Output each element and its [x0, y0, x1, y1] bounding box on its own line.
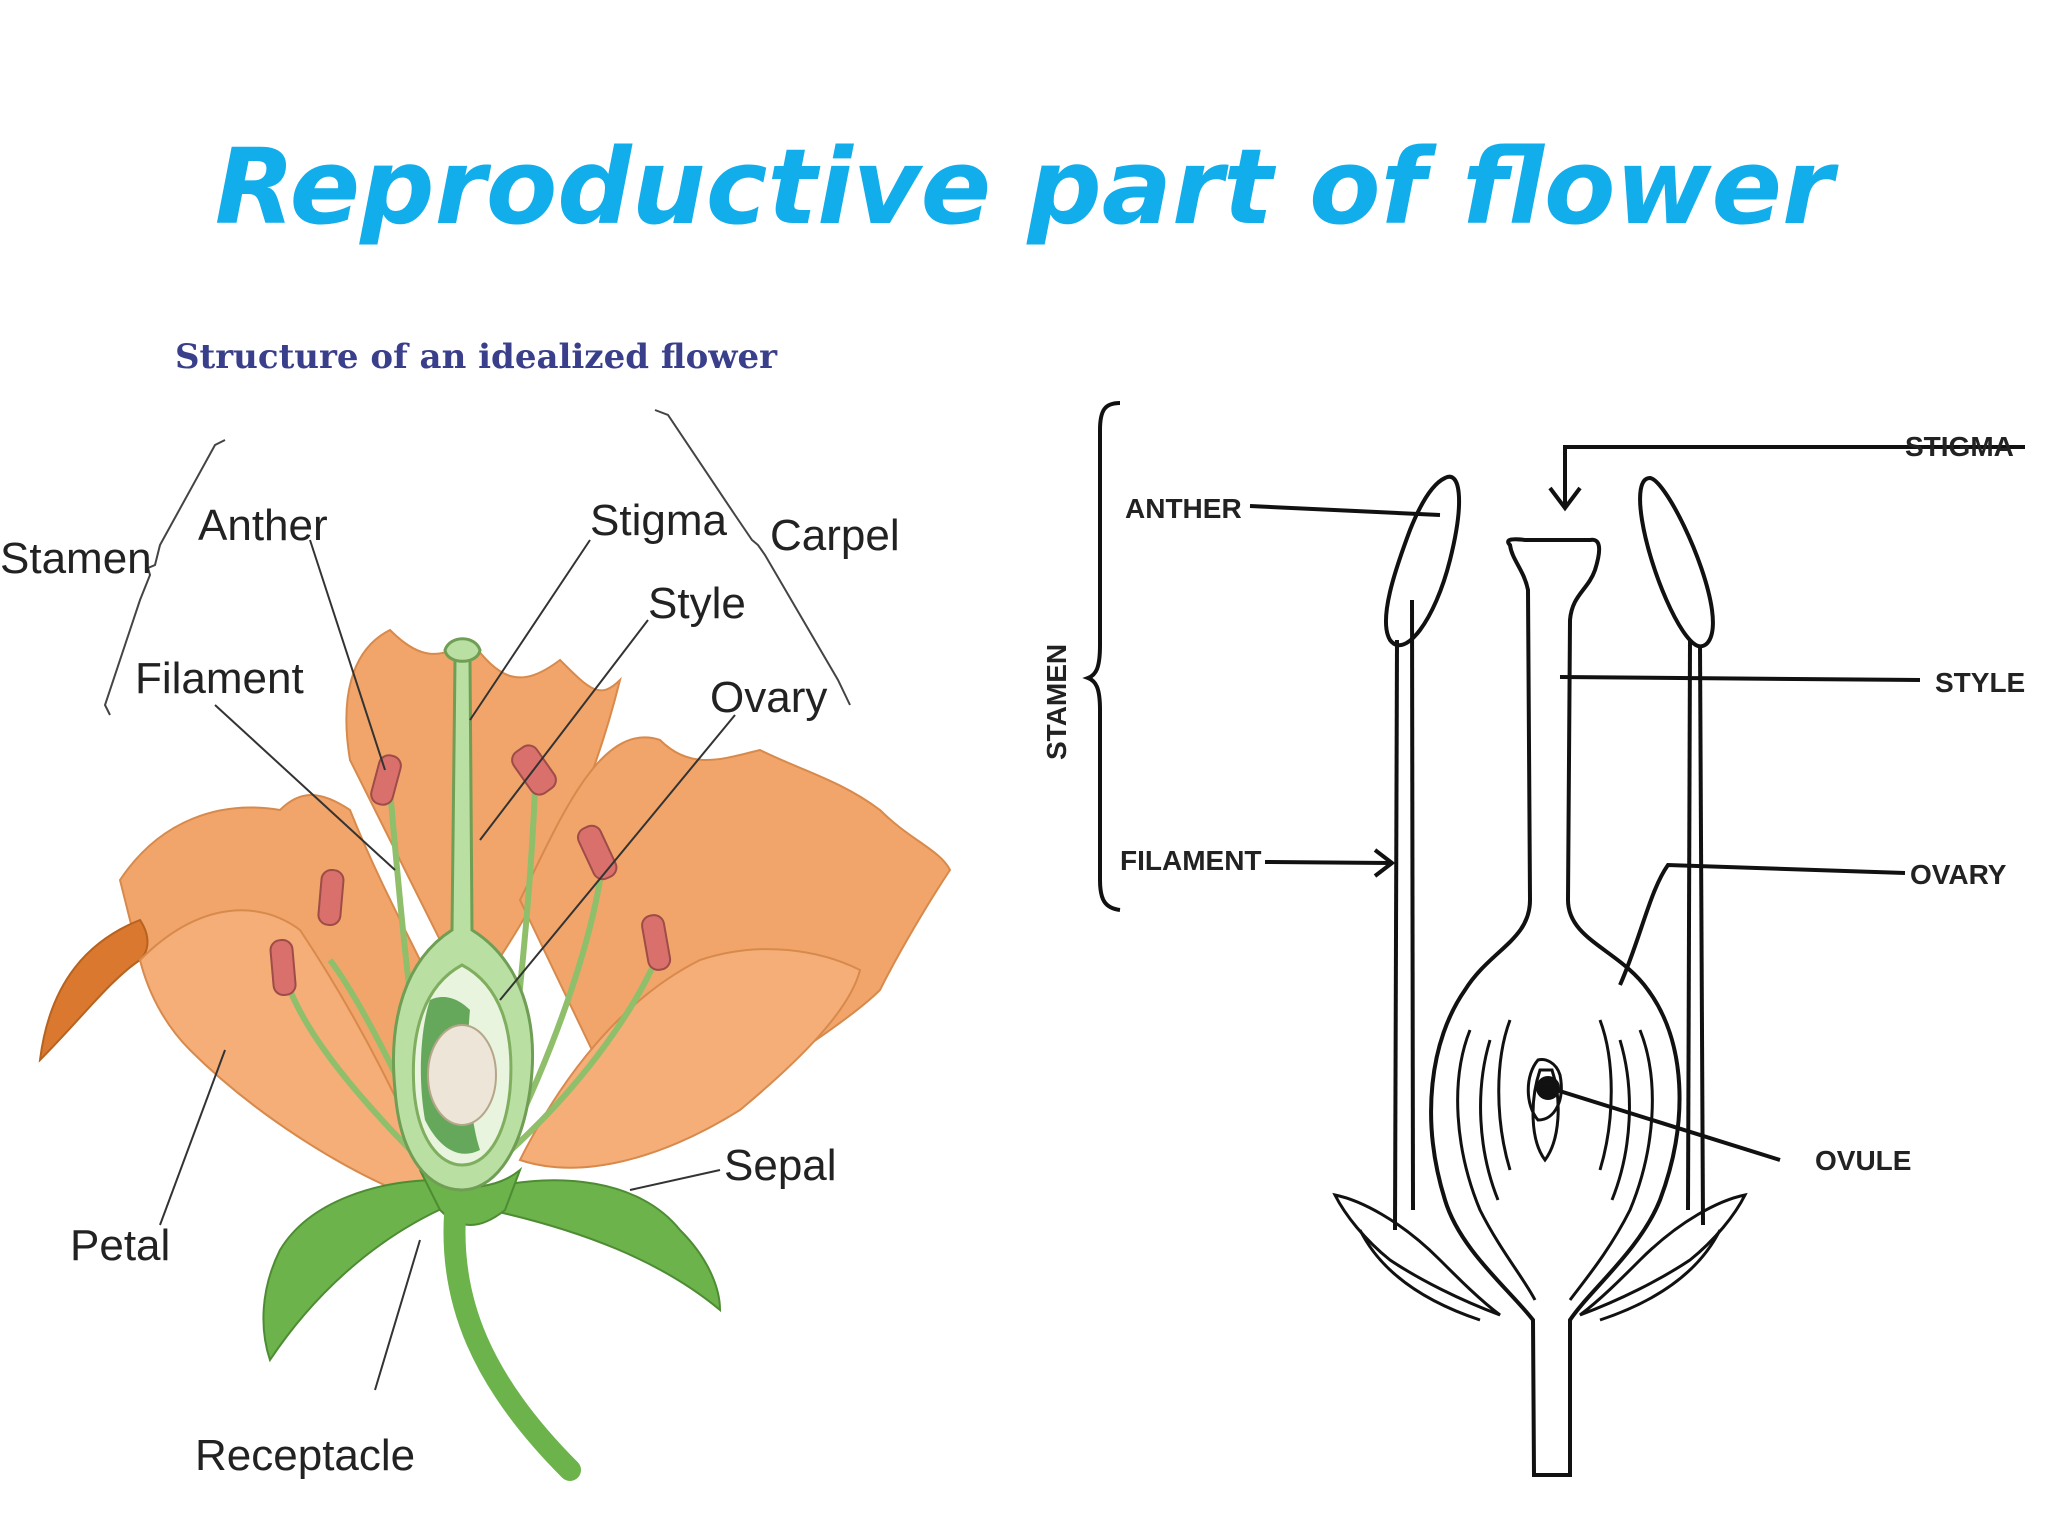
colored-flower-diagram: Structure of an idealized flower — [0, 337, 952, 1481]
label-style-right: STYLE — [1935, 667, 2025, 698]
label-anther: Anther — [198, 501, 328, 550]
ovary-chambers — [1456, 1019, 1654, 1301]
left-diagram-subtitle: Structure of an idealized flower — [175, 337, 778, 377]
ovule-circle — [1536, 1076, 1560, 1100]
label-filament: Filament — [135, 654, 304, 703]
slide-title: Reproductive part of flower — [214, 126, 1834, 248]
label-petal: Petal — [70, 1221, 170, 1270]
stamen-brace — [103, 439, 226, 716]
pointer-filament — [1264, 860, 1391, 865]
label-sepal: Sepal — [724, 1141, 837, 1190]
pistil-right — [1429, 537, 1682, 1477]
anther-right — [1638, 475, 1715, 649]
label-stamen-right: STAMEN — [1041, 644, 1072, 760]
pointer-style — [1559, 675, 1921, 682]
label-anther-right: ANTHER — [1125, 493, 1242, 524]
label-stamen: Stamen — [0, 534, 152, 583]
pointer-filament-head — [1373, 848, 1396, 878]
label-stigma: Stigma — [590, 496, 727, 545]
filament-right-b — [1686, 639, 1692, 1211]
label-ovary: Ovary — [710, 673, 827, 722]
filament-left — [1393, 639, 1399, 1231]
petal-front-right — [518, 948, 862, 1169]
stem — [443, 1204, 581, 1481]
anther-left — [1384, 474, 1461, 648]
pointer-stigma-head — [1548, 486, 1582, 512]
filament-right — [1698, 644, 1705, 1226]
ovule — [427, 1024, 497, 1126]
pointer-ovule — [1549, 1086, 1781, 1162]
anthers — [269, 744, 672, 997]
leader-lines-left — [159, 539, 736, 1391]
label-ovule-right: OVULE — [1815, 1145, 1911, 1176]
label-filament-right: FILAMENT — [1120, 845, 1262, 876]
label-stigma-right: STIGMA — [1905, 431, 2014, 462]
pointer-anther — [1249, 504, 1441, 517]
pointer-ovary — [1618, 862, 1906, 986]
petal-left-curl — [38, 918, 149, 1063]
line-drawing-diagram — [1082, 401, 2025, 1477]
label-receptacle: Receptacle — [195, 1431, 415, 1480]
label-ovary-right: OVARY — [1910, 859, 2007, 890]
carpel-brace — [654, 409, 851, 706]
stigma-cap — [443, 637, 482, 663]
sepal-right — [478, 1179, 722, 1313]
stamen-brace-right — [1082, 401, 1121, 912]
sepals-right — [1332, 1192, 1748, 1322]
pointer-stigma — [1563, 445, 2025, 505]
label-style: Style — [648, 579, 746, 628]
sepal-left — [262, 1178, 452, 1363]
ovule-outline — [1526, 1058, 1563, 1122]
filament-left-b — [1410, 599, 1415, 1211]
label-carpel: Carpel — [770, 511, 900, 560]
